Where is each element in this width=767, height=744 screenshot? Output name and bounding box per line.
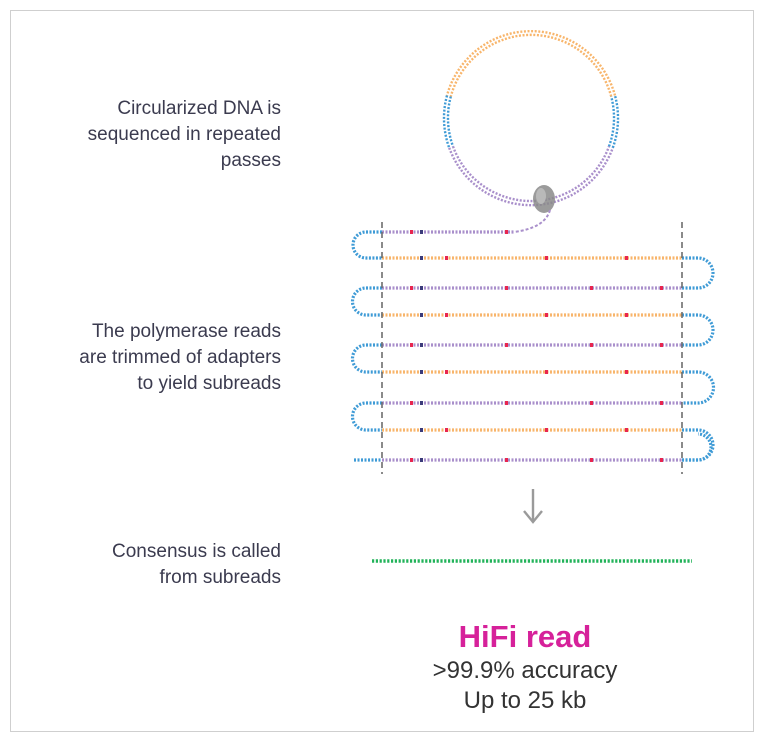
mismatch-mark (660, 286, 663, 290)
variant-mark (420, 458, 423, 462)
variant-mark (420, 313, 423, 317)
mismatch-mark (625, 370, 628, 374)
arrow-head (523, 510, 543, 524)
mismatch-mark (590, 286, 593, 290)
adapter-hairpin (682, 256, 715, 290)
mismatch-mark (410, 343, 413, 347)
insert-segment-bottom (451, 145, 611, 203)
mismatch-mark (590, 458, 593, 462)
adapter-hairpin (350, 343, 382, 374)
adapter-segment (442, 95, 451, 149)
label-line: sequenced in repeated (87, 124, 281, 145)
mismatch-mark (505, 458, 508, 462)
label-line: to yield subreads (137, 373, 281, 394)
label-line: are trimmed of adapters (79, 347, 281, 368)
mismatch-mark (445, 428, 448, 432)
figure-frame (10, 10, 754, 732)
mismatch-mark (625, 428, 628, 432)
mismatch-mark (590, 343, 593, 347)
insert-segment-top (449, 33, 613, 97)
nascent-strand (513, 209, 551, 233)
mismatch-mark (660, 458, 663, 462)
polymerase-read-zigzag (350, 230, 716, 462)
polymerase-highlight (536, 188, 546, 204)
mismatch-mark (410, 401, 413, 405)
label-line: from subreads (159, 567, 281, 588)
circular-dna (442, 29, 620, 233)
adapter-segment (446, 96, 455, 147)
variant-mark (420, 230, 423, 234)
adapter-hairpin (682, 428, 715, 462)
variant-mark (420, 343, 423, 347)
mismatch-mark (545, 256, 548, 260)
adapter-hairpin (351, 230, 382, 260)
mismatch-mark (625, 313, 628, 317)
mismatch-mark (590, 401, 593, 405)
mismatch-mark (660, 401, 663, 405)
adapter-trim-lines (381, 222, 683, 474)
adapter-hairpin (682, 313, 715, 347)
adapter-segment (607, 96, 616, 147)
mismatch-mark (505, 401, 508, 405)
adapter-hairpin (682, 432, 713, 462)
mismatch-mark (445, 256, 448, 260)
label-line: Consensus is called (112, 541, 281, 562)
mismatch-mark (410, 230, 413, 234)
mismatch-mark (545, 428, 548, 432)
mismatch-mark (445, 370, 448, 374)
mismatch-mark (505, 230, 508, 234)
mismatch-mark (505, 343, 508, 347)
adapter-segment (611, 95, 620, 149)
mismatch-mark (505, 286, 508, 290)
mismatch-mark (660, 343, 663, 347)
mismatch-mark (625, 256, 628, 260)
insert-segment-top (445, 29, 617, 96)
label-consensus: Consensus is called from subreads (112, 539, 281, 591)
hifi-accuracy: >99.9% accuracy (432, 657, 618, 684)
variant-mark (420, 286, 423, 290)
adapter-hairpin (350, 401, 382, 432)
mismatch-mark (545, 370, 548, 374)
label-line: passes (220, 150, 281, 171)
mismatch-mark (545, 313, 548, 317)
adapter-hairpin (350, 286, 382, 317)
label-polymerase-reads: The polymerase reads are trimmed of adap… (79, 319, 281, 397)
label-circularized-dna: Circularized DNA is sequenced in repeate… (88, 96, 281, 174)
variant-mark (420, 370, 423, 374)
hifi-length: Up to 25 kb (463, 687, 587, 714)
variant-mark (420, 256, 423, 260)
variant-mark (420, 401, 423, 405)
mismatch-mark (410, 286, 413, 290)
label-line: The polymerase reads (91, 321, 281, 342)
adapter-hairpin (682, 370, 716, 405)
hifi-read-title: HiFi read (458, 619, 592, 654)
insert-segment-bottom (448, 147, 614, 207)
label-line: Circularized DNA is (117, 98, 281, 119)
down-arrow-icon (523, 489, 543, 524)
mismatch-mark (445, 313, 448, 317)
variant-mark (420, 428, 423, 432)
mismatch-mark (410, 458, 413, 462)
